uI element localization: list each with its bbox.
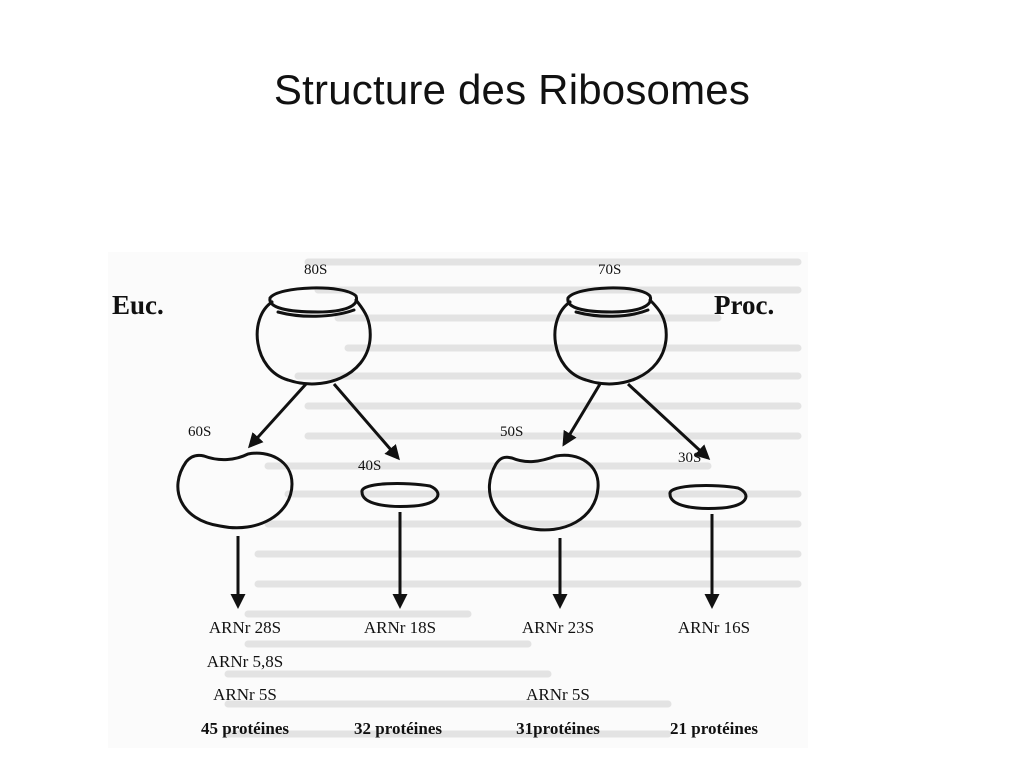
euk-40s-small-subunit-shape xyxy=(360,482,440,508)
euk-large-rrna-5-8s: ARNr 5,8S xyxy=(207,652,284,671)
diagram-svg: Euc. Proc. 80S 60S 40S 70S xyxy=(108,252,808,748)
euk-40s-label: 40S xyxy=(358,458,381,474)
prok-arrow-to-50s xyxy=(562,383,602,447)
prok-large-rrna-23s: ARNr 23S xyxy=(522,618,594,637)
prok-50s-large-subunit-shape xyxy=(487,453,600,532)
prok-small-proteins: 21 protéines xyxy=(670,719,758,738)
euk-small-proteins: 32 protéines xyxy=(354,719,442,738)
euk-arrow-to-40s xyxy=(332,383,400,461)
prok-70s-label: 70S xyxy=(598,262,621,278)
eukaryote-label: Euc. xyxy=(112,290,164,320)
euk-80s-ribosome-shape xyxy=(255,286,372,386)
euk-arrow-to-60s xyxy=(247,382,308,449)
prok-large-rrna-5s: ARNr 5S xyxy=(526,685,590,704)
prok-arrow-to-30s xyxy=(626,382,711,461)
euk-80s-label: 80S xyxy=(304,262,327,278)
prok-50s-label: 50S xyxy=(500,424,523,440)
euk-60s-label: 60S xyxy=(188,424,211,440)
euk-60s-large-subunit-shape xyxy=(176,451,294,530)
prokaryote-label: Proc. xyxy=(714,290,774,320)
scanned-background-texture xyxy=(108,252,808,748)
prok-30s-label: 30S xyxy=(678,450,701,466)
euk-large-rrna-28s: ARNr 28S xyxy=(209,618,281,637)
prok-small-rrna-16s: ARNr 16S xyxy=(678,618,750,637)
euk-small-rrna-18s: ARNr 18S xyxy=(364,618,436,637)
slide-title: Structure des Ribosomes xyxy=(273,66,751,113)
euk-large-rrna-5s: ARNr 5S xyxy=(213,685,277,704)
ribosome-diagram: Euc. Proc. 80S 60S 40S 70S xyxy=(108,252,808,748)
prok-large-proteins: 31protéines xyxy=(516,719,600,738)
euk-large-proteins: 45 protéines xyxy=(201,719,289,738)
prok-30s-small-subunit-shape xyxy=(668,484,748,510)
prok-70s-ribosome-shape xyxy=(553,286,668,386)
